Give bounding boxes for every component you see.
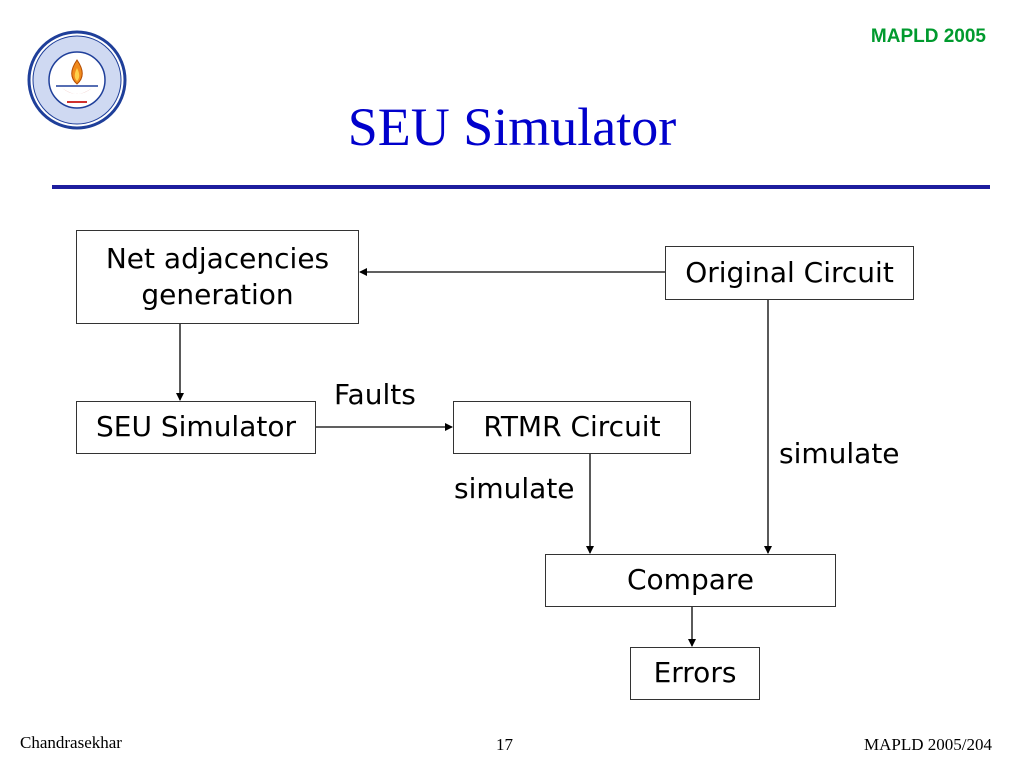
title-underline: [52, 185, 990, 189]
node-compare: Compare: [545, 554, 836, 607]
slide-title: SEU Simulator: [347, 97, 677, 157]
edge-label-faults: Faults: [334, 378, 416, 411]
footer-author: Chandrasekhar: [20, 733, 122, 752]
node-rtmr-circuit: RTMR Circuit: [453, 401, 691, 454]
node-errors: Errors: [630, 647, 760, 700]
institute-logo: [22, 30, 132, 130]
node-seu-simulator: SEU Simulator: [76, 401, 316, 454]
edge-label-simulate-original: simulate: [779, 437, 900, 470]
footer-page-number: 17: [496, 735, 513, 754]
edge-label-simulate-rtmr: simulate: [454, 472, 575, 505]
institute-seal-icon: [27, 30, 127, 130]
footer-event-ref: MAPLD 2005/204: [864, 735, 992, 754]
node-net-adjacencies: Net adjacencies generation: [76, 230, 359, 324]
conference-tag: MAPLD 2005: [870, 26, 986, 47]
node-original-circuit: Original Circuit: [665, 246, 914, 300]
